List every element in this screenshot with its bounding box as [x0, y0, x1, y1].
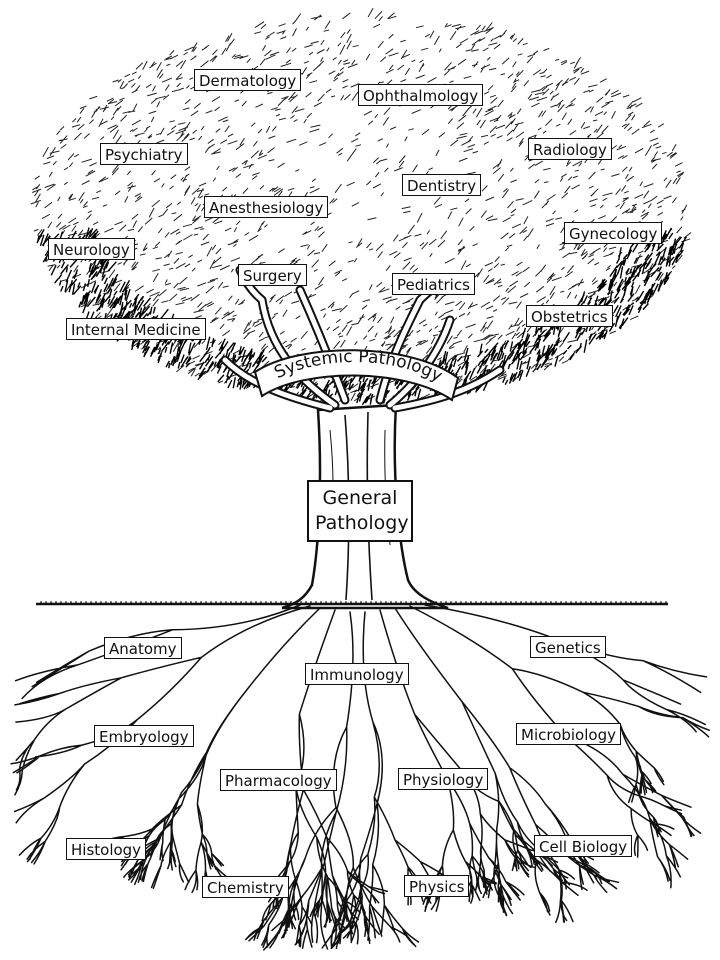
label-gynecology: Gynecology [564, 222, 663, 244]
label-dermatology: Dermatology [194, 69, 302, 91]
label-embryology: Embryology [94, 725, 194, 747]
label-ophthalmology: Ophthalmology [358, 84, 484, 106]
tree-crown [30, 7, 692, 405]
label-chemistry: Chemistry [202, 876, 289, 898]
general-pathology-line1: General [322, 487, 398, 509]
label-histology: Histology [66, 838, 147, 860]
label-pharmacology: Pharmacology [220, 769, 337, 791]
label-physiology: Physiology [398, 768, 489, 790]
label-pediatrics: Pediatrics [392, 273, 475, 295]
foliage-strokes [30, 7, 692, 405]
label-anatomy: Anatomy [104, 637, 182, 659]
label-microbiology: Microbiology [516, 723, 621, 745]
label-cell-biology: Cell Biology [534, 835, 633, 857]
label-immunology: Immunology [305, 663, 409, 685]
label-anesthesiology: Anesthesiology [204, 196, 329, 218]
label-psychiatry: Psychiatry [100, 143, 188, 165]
label-surgery: Surgery [238, 264, 307, 286]
general-pathology-box: General Pathology [307, 480, 413, 542]
label-genetics: Genetics [530, 636, 606, 658]
label-radiology: Radiology [528, 138, 612, 160]
label-neurology: Neurology [48, 238, 135, 260]
label-internal-medicine: Internal Medicine [66, 318, 206, 340]
general-pathology-line2: Pathology [315, 512, 409, 534]
systemic-pathology-banner [253, 349, 460, 402]
label-dentistry: Dentistry [402, 174, 482, 196]
label-obstetrics: Obstetrics [526, 305, 613, 327]
label-physics: Physics [404, 875, 470, 897]
